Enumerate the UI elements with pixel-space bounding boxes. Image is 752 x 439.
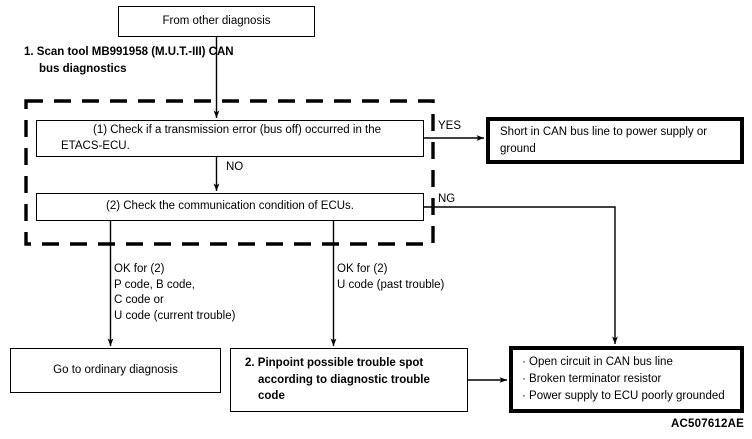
node-go-to-ordinary-diagnosis-label: Go to ordinary diagnosis	[53, 363, 178, 376]
edge-ng-to-causes	[424, 206, 618, 345]
node-check-transmission-error: (1) Check if a transmission error (bus o…	[36, 120, 424, 157]
node-short-in-can-bus: Short in CAN bus line to power supply or…	[486, 117, 744, 164]
edge-label-yes: YES	[438, 120, 462, 132]
edge-label-ng: NG	[438, 193, 456, 205]
node-go-to-ordinary-diagnosis: Go to ordinary diagnosis	[10, 348, 221, 393]
node-check-communication-condition-label: (2) Check the communication condition of…	[106, 200, 354, 213]
edge-label-no: NO	[226, 161, 244, 173]
edge-label-ok-for-2-left: OK for (2) P code, B code, C code or U c…	[114, 263, 236, 322]
node-short-in-can-bus-label: Short in CAN bus line to power supply or…	[500, 126, 708, 155]
figure-code: AC507612AE	[671, 418, 744, 430]
step1-heading: 1. Scan tool MB991958 (M.U.T.-III) CAN b…	[24, 46, 234, 75]
node-pinpoint-trouble-spot: 2. Pinpoint possible trouble spot accord…	[230, 348, 468, 412]
node-possible-causes: · Open circuit in CAN bus line · Broken …	[509, 346, 744, 413]
node-from-other-diagnosis-label: From other diagnosis	[162, 14, 271, 27]
node-possible-causes-label: · Open circuit in CAN bus line · Broken …	[522, 356, 725, 402]
node-check-communication-condition: (2) Check the communication condition of…	[36, 193, 424, 221]
node-pinpoint-trouble-spot-label: 2. Pinpoint possible trouble spot accord…	[245, 356, 430, 403]
edge-label-ok-for-2-right: OK for (2) U code (past trouble)	[337, 263, 445, 291]
node-check-transmission-error-label: (1) Check if a transmission error (bus o…	[61, 123, 382, 152]
node-from-other-diagnosis: From other diagnosis	[118, 6, 315, 37]
